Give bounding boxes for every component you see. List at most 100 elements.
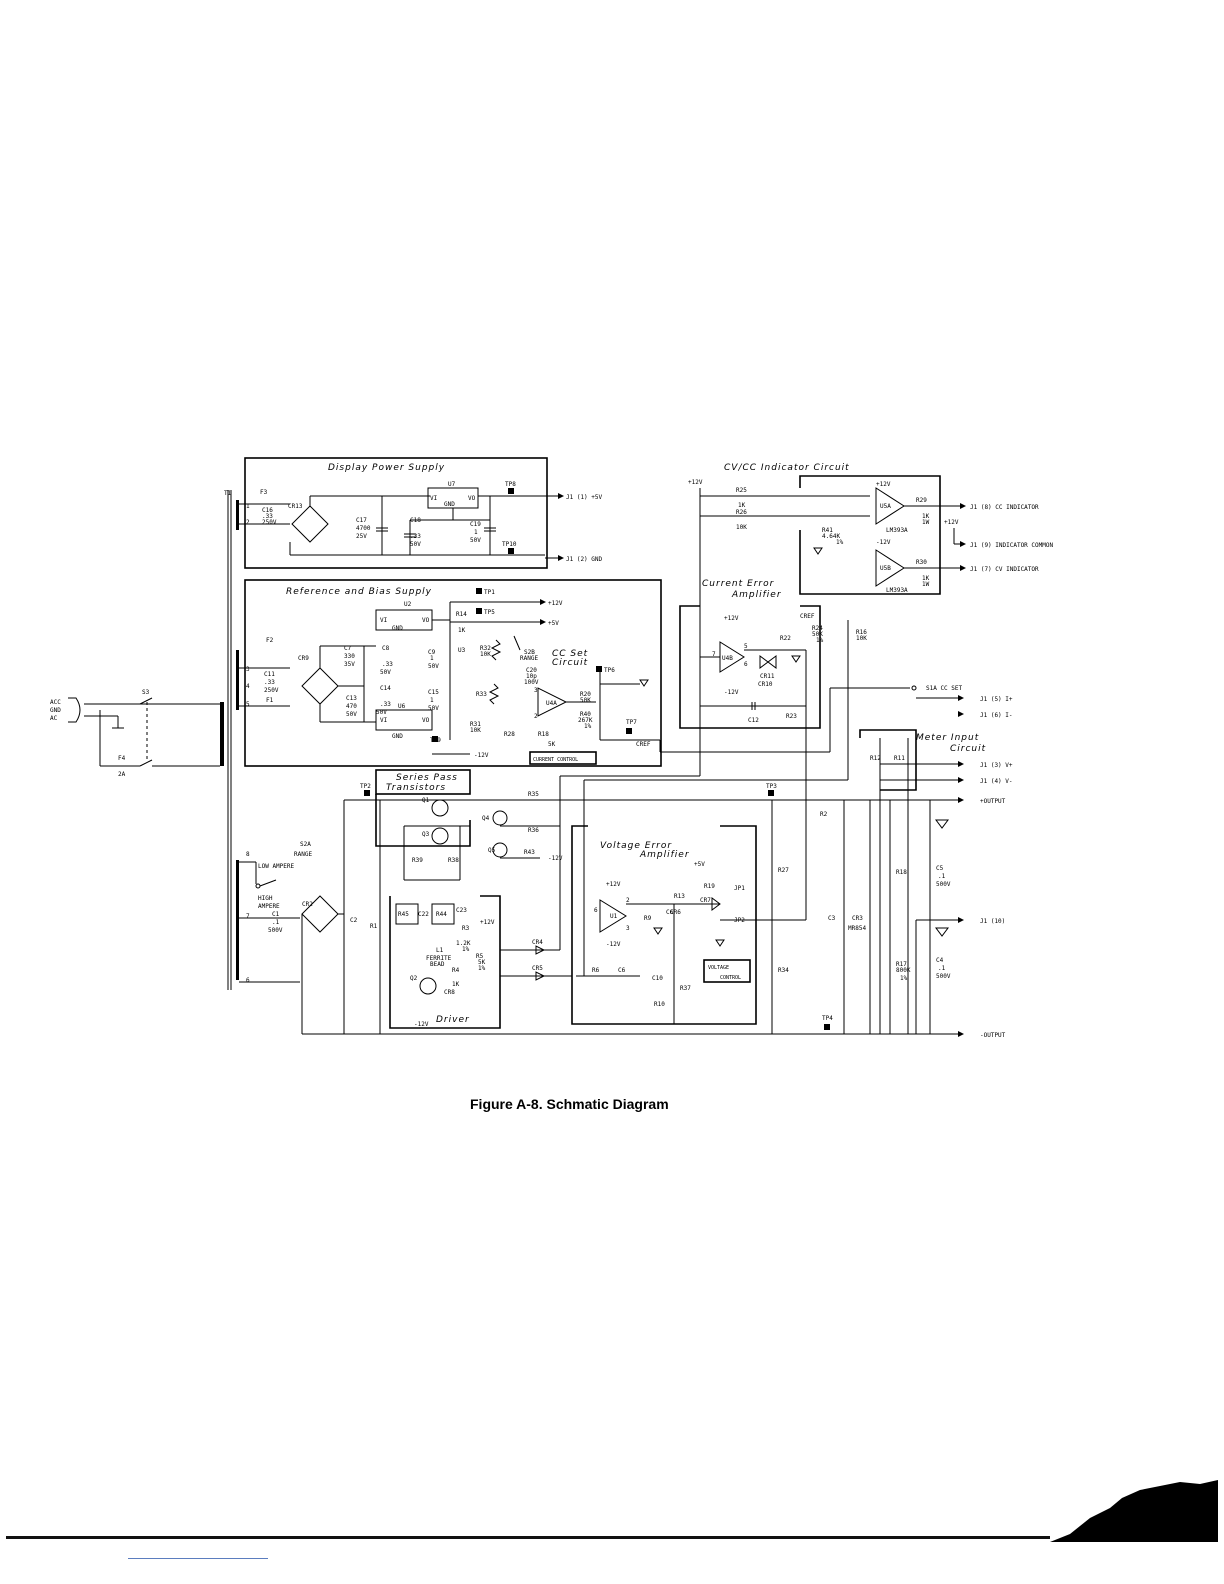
drv-m12v: -12V	[414, 1021, 429, 1028]
r40-label: R40	[580, 711, 591, 718]
c15-value: 1	[430, 697, 434, 704]
c4-rating: 500V	[936, 973, 951, 980]
l1-label: L1	[436, 947, 444, 954]
j1-9-label: J1 (9) INDICATOR COMMON	[970, 542, 1053, 549]
c7-value: 330	[344, 653, 355, 660]
link-underline	[128, 1558, 268, 1559]
r24-value: 50K	[812, 631, 823, 638]
c20-rating: 100V	[524, 679, 539, 686]
j1-1-label: J1 (1) +5V	[566, 494, 603, 501]
tp10-label: TP10	[502, 541, 517, 548]
r17-tol: 1%	[900, 975, 908, 982]
r18b-label: R18	[896, 869, 907, 876]
series-pass-circuit: Q1 Q3 Q4 Q5 R35 R36 R43 -12V R39 R38	[403, 791, 563, 881]
j1-8-label: J1 (8) CC INDICATOR	[970, 504, 1039, 511]
pin-5: 5	[246, 701, 250, 708]
r35-label: R35	[528, 791, 539, 798]
tp2-label: TP2	[360, 783, 371, 790]
cvcc-title: CV/CC Indicator Circuit	[724, 463, 850, 473]
gnd-label: GND	[50, 707, 61, 714]
driver-box	[389, 895, 501, 1029]
acc-label: ACC	[50, 699, 61, 706]
cr9-label: CR9	[298, 655, 309, 662]
r26-value: 10K	[736, 524, 747, 531]
c18-rating: 50V	[410, 541, 421, 548]
r22-label: R22	[780, 635, 791, 642]
j1-10-label: J1 (10)	[980, 918, 1005, 925]
cr9-bridge-icon	[301, 667, 339, 705]
c6-label: C6	[666, 909, 674, 916]
c17-label: C17	[356, 517, 367, 524]
section-boxes	[244, 457, 941, 1029]
cur-err-ground-icon	[791, 655, 801, 663]
r12-label: R12	[870, 755, 881, 762]
cur-err-m12v: -12V	[724, 689, 739, 696]
u2-vo: VO	[422, 617, 430, 624]
arrow-out-neg-icon	[958, 1031, 964, 1037]
c4-value: .1	[938, 965, 946, 972]
arrow-j1-7-icon	[960, 565, 966, 571]
ac-input: ACC GND AC S3 F4 2A	[50, 689, 220, 778]
u5a-part: LM393A	[886, 527, 908, 534]
cr10-diode	[767, 655, 777, 669]
s2a-label: S2A	[300, 841, 311, 848]
j1-7-label: J1 (7) CV INDICATOR	[970, 566, 1039, 573]
meter-input-circuit: S1A CC SET J1 (5) I+ J1 (6) I- R12 R11 J…	[830, 685, 1013, 785]
c1-rating: 500V	[268, 927, 283, 934]
r9-label: R9	[644, 915, 652, 922]
jp1-label: JP1	[734, 885, 745, 892]
voltage-control-box	[703, 959, 751, 983]
r3-label: R3	[462, 925, 470, 932]
cr3-label: CR3	[852, 915, 863, 922]
out-ground-icon	[935, 819, 949, 829]
u6-vo: VO	[422, 717, 430, 724]
s2b-label: S2B	[524, 649, 535, 656]
q2-transistor	[419, 977, 437, 995]
r4-label: R4	[452, 967, 460, 974]
r11-label: R11	[894, 755, 905, 762]
ve-5v: +5V	[694, 861, 705, 868]
r41-label: R41	[822, 527, 833, 534]
c20-label: C20	[526, 667, 537, 674]
arrow-j1-9-icon	[960, 541, 966, 547]
f1-label: F1	[266, 697, 274, 704]
r14-value: 1K	[458, 627, 466, 634]
pin-3: 3	[246, 666, 250, 673]
u5a-12v: +12V	[876, 481, 891, 488]
c5-label: C5	[936, 865, 944, 872]
tp10-marker	[508, 548, 514, 554]
voltage-control-label-1: VOLTAGE	[708, 965, 729, 971]
voltage-control-label-2: CONTROL	[720, 975, 741, 981]
c17-value: 4700	[356, 525, 371, 532]
c17-rating: 25V	[356, 533, 367, 540]
c8-label: C8	[382, 645, 390, 652]
tp4-marker	[824, 1024, 830, 1030]
c15-label: C15	[428, 689, 439, 696]
display-power-box	[244, 457, 548, 569]
tp8-marker	[508, 488, 514, 494]
r20-label: R20	[580, 691, 591, 698]
r5-tol: 1%	[478, 965, 486, 972]
u1-label: U1	[610, 913, 618, 920]
ref-12v-out: +12V	[548, 600, 563, 607]
cr7-diode	[711, 897, 721, 911]
series-pass-title-2: Transistors	[386, 783, 446, 793]
c7-label: C7	[344, 645, 352, 652]
t1-label: T1	[224, 490, 232, 497]
q5-label: Q5	[488, 847, 496, 854]
u4b-label: U4B	[722, 655, 733, 662]
voltage-error-title-1: Voltage Error	[600, 841, 672, 851]
c16-label: C16	[262, 507, 273, 514]
r10-label: R10	[654, 1001, 665, 1008]
arrow-out-pos-icon	[958, 797, 964, 803]
c13-value: 470	[346, 703, 357, 710]
current-control-label: CURRENT CONTROL	[533, 757, 578, 763]
r29-label: R29	[916, 497, 927, 504]
meter-input-title-2: Circuit	[950, 744, 986, 754]
cr6-label: CR6	[670, 909, 681, 916]
pin-1: 1	[246, 503, 250, 510]
ve-m12v: -12V	[606, 941, 621, 948]
arrow-j1-8-icon	[960, 503, 966, 509]
pin-4: 4	[246, 683, 250, 690]
r37-label: R37	[680, 985, 691, 992]
